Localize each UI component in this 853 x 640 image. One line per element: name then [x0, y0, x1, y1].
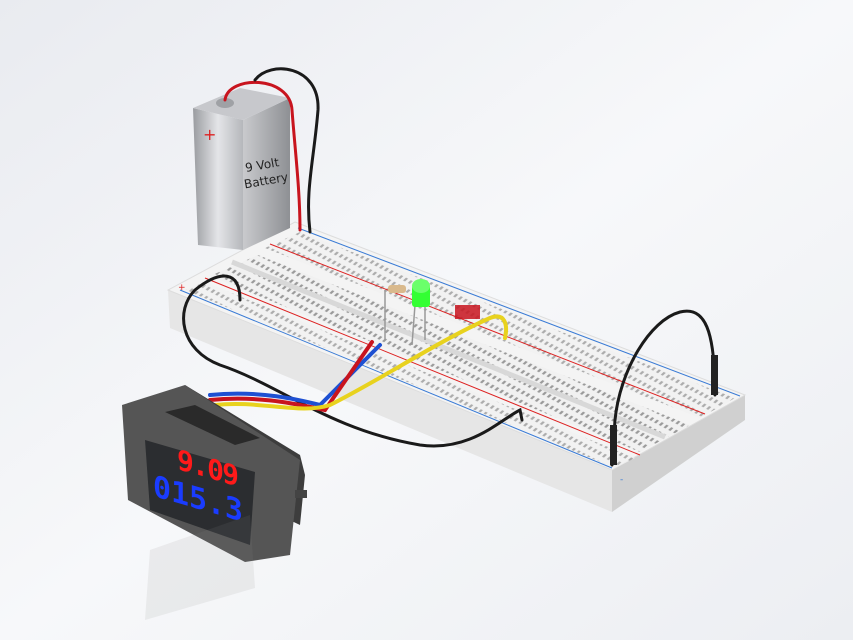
wire-blue-meter	[208, 343, 382, 408]
jumper-end	[711, 355, 718, 395]
battery-polarity: +	[203, 125, 216, 144]
meter-clip	[295, 490, 307, 498]
wire-black-jumper	[610, 309, 717, 467]
wire-red-battery	[223, 80, 302, 232]
battery-side	[243, 98, 290, 250]
breadboard-front-face	[168, 290, 612, 512]
led	[411, 279, 430, 346]
rail-line-red	[269, 243, 706, 415]
battery-label-line1: 9 Volt	[244, 155, 280, 175]
resistor-body	[388, 285, 406, 293]
wire-black-meter	[182, 274, 524, 448]
wire-yellow-meter	[213, 314, 509, 411]
wires	[182, 67, 718, 467]
wire-black-battery	[253, 67, 320, 234]
battery-terminal	[216, 98, 234, 108]
meter-reflection	[145, 515, 255, 620]
breadboard: + -	[166, 221, 747, 512]
battery-top	[193, 88, 290, 120]
rail-plus-label: +	[178, 283, 186, 293]
rail-line-red	[204, 277, 641, 456]
battery-front	[193, 108, 243, 250]
battery: + 9 Volt Battery	[193, 88, 290, 250]
red-component	[455, 305, 480, 319]
top-rail-holes	[265, 232, 735, 418]
rail-line-blue	[179, 289, 613, 469]
rail-minus-label: -	[620, 475, 623, 485]
rail-line-blue	[297, 227, 741, 397]
jumper-end	[610, 425, 617, 465]
breadboard-side-face	[612, 395, 745, 512]
meter-display	[145, 440, 255, 545]
center-channel	[231, 259, 666, 440]
led-dome	[412, 279, 430, 293]
bottom-rail-holes	[185, 282, 635, 468]
resistor	[384, 285, 406, 340]
wire-red-meter	[208, 340, 374, 413]
meter-connector	[165, 405, 260, 445]
volt-amp-meter: 9.09 015.3	[122, 385, 307, 562]
